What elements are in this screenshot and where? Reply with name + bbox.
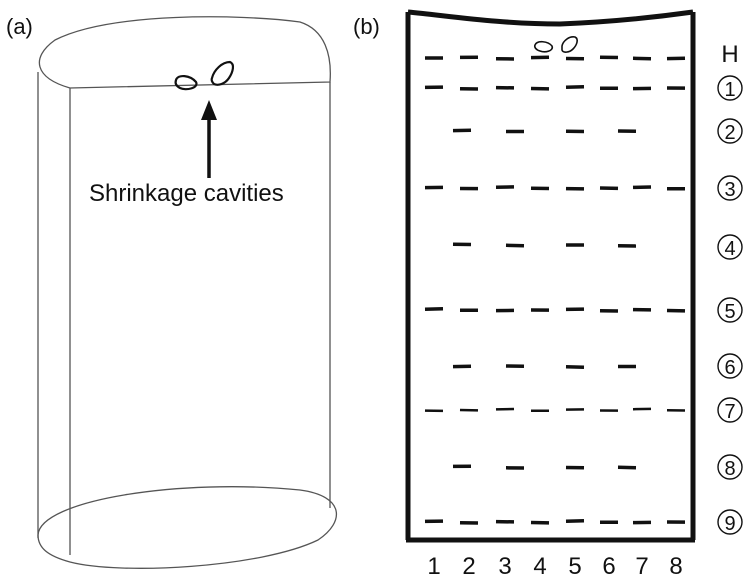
- row-label-circle: [717, 175, 743, 201]
- row-label-text: 4: [724, 238, 735, 260]
- column-label: 3: [498, 553, 511, 580]
- shrinkage-cavities-a: [174, 60, 235, 91]
- row-label-circle: [717, 297, 743, 323]
- row-label-text: 8: [724, 458, 735, 480]
- row-label-h: H: [721, 41, 738, 68]
- cylinder-sketch: [37, 16, 338, 569]
- column-label: 2: [462, 553, 475, 580]
- row-label-circle: [717, 75, 743, 101]
- shrinkage-cavities-b: [533, 36, 578, 53]
- column-label: 5: [568, 553, 581, 580]
- annotation-arrow: [201, 100, 217, 178]
- row-label-6: 6: [717, 353, 743, 379]
- frame-top-edge: [407, 9, 694, 27]
- row-label-text: 7: [724, 401, 735, 423]
- column-labels: 1 2 3 4 5 6 7 8: [427, 553, 682, 580]
- row-label-3: 3: [717, 175, 743, 201]
- cavity-shape: [174, 75, 198, 91]
- row-labels: H 1 2 3 4 5 6: [717, 41, 743, 535]
- cavity-shape: [561, 36, 578, 53]
- row-label-circle: [717, 118, 743, 144]
- row-label-5: 5: [717, 297, 743, 323]
- arrow-head: [201, 100, 217, 120]
- row-label-text: 1: [724, 79, 735, 101]
- row-label-2: 2: [717, 118, 743, 144]
- panel-a-label: (a): [6, 14, 33, 39]
- cavity-shape: [533, 40, 554, 53]
- row-label-text: 2: [724, 122, 735, 144]
- row-label-4: 4: [717, 234, 743, 260]
- row-label-circle: [717, 353, 743, 379]
- row-label-text: 5: [724, 301, 735, 323]
- row-label-1: 1: [717, 75, 743, 101]
- panel-a: (a) Shrinkage cavities: [6, 14, 338, 569]
- panel-b: (b) H 1 2 3: [353, 9, 743, 580]
- row-label-7: 7: [717, 397, 743, 423]
- panel-b-label: (b): [353, 14, 380, 39]
- column-label: 1: [427, 553, 440, 580]
- shrinkage-cavities-label: Shrinkage cavities: [89, 180, 284, 207]
- row-label-circle: [717, 509, 743, 535]
- section-frame: [405, 9, 696, 543]
- row-label-text: 3: [724, 179, 735, 201]
- row-label-9: 9: [717, 509, 743, 535]
- row-label-circle: [717, 234, 743, 260]
- row-label-text: 9: [724, 513, 735, 535]
- cavity-shape: [210, 60, 235, 86]
- cylinder-top-face: [38, 16, 331, 89]
- measurement-marks: [424, 55, 686, 525]
- row-label-circle: [717, 397, 743, 423]
- column-label: 4: [533, 553, 546, 580]
- column-label: 8: [669, 553, 682, 580]
- cylinder-bottom-ellipse: [37, 486, 338, 569]
- row-label-text: 6: [724, 357, 735, 379]
- column-label: 6: [602, 553, 615, 580]
- column-label: 7: [635, 553, 648, 580]
- row-label-circle: [717, 454, 743, 480]
- row-label-8: 8: [717, 454, 743, 480]
